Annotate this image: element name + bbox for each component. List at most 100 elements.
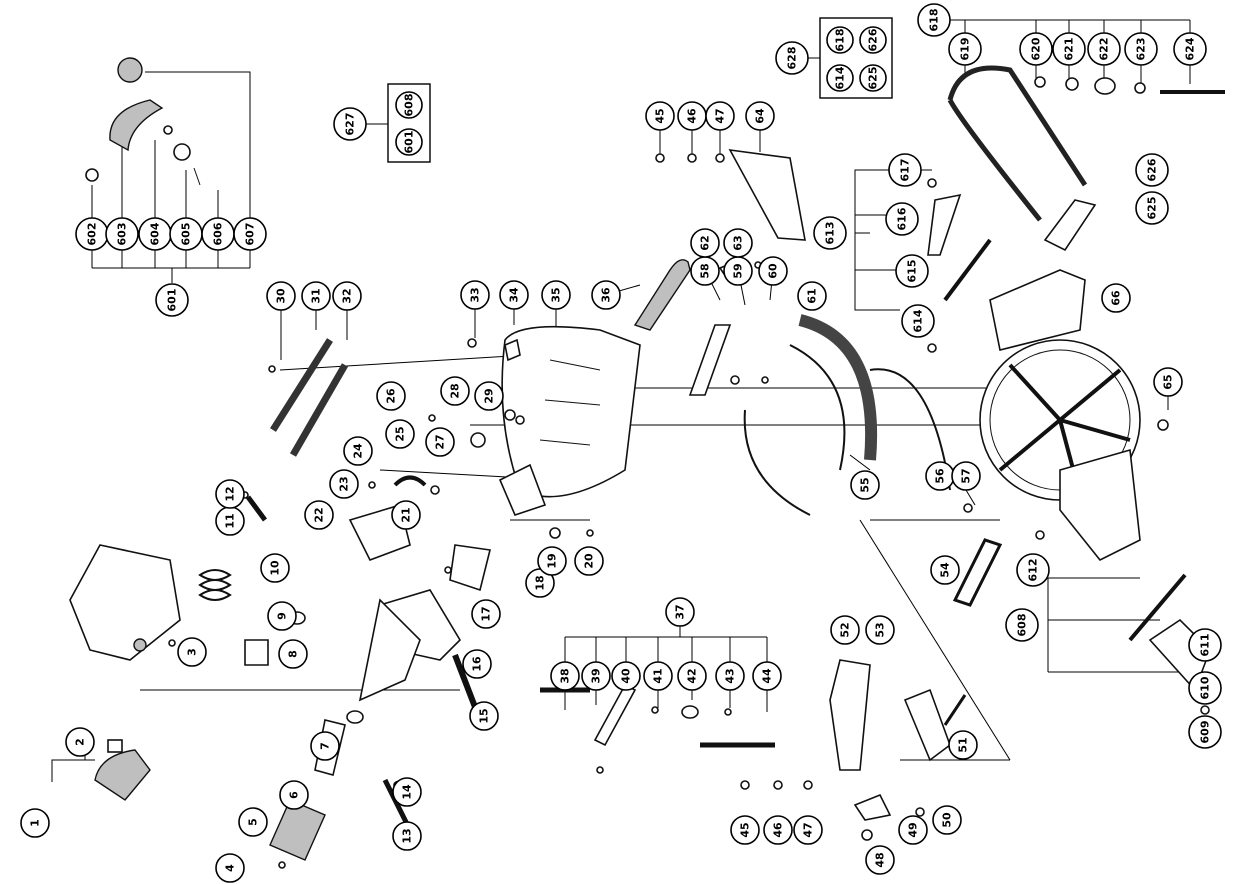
callout-bubble (391, 500, 421, 530)
callout-label: 612 (1027, 559, 1040, 582)
callout-bubble (1188, 628, 1222, 662)
callout-bubble (462, 649, 492, 679)
callout-label: 37 (674, 604, 687, 619)
callout-bubble (215, 479, 245, 509)
callout-label: 608 (1016, 614, 1029, 637)
callout-bubble (1101, 283, 1131, 313)
callout-label: 40 (620, 668, 633, 684)
callout-label: 60 (767, 263, 780, 279)
callout-label: 619 (959, 38, 972, 61)
callout-bubble (745, 101, 775, 131)
callout-label: 606 (212, 222, 225, 245)
kit-627-item: 601 (403, 131, 416, 154)
callout-label: 613 (824, 222, 837, 245)
callout-bubble (1135, 153, 1169, 187)
callout-bubble (591, 280, 621, 310)
part-drawings (69, 57, 1225, 869)
callout-label: 47 (802, 822, 815, 837)
callout-bubble (20, 808, 50, 838)
callout-bubble (333, 107, 367, 141)
callout-bubble (1173, 32, 1207, 66)
callout-bubble (793, 815, 823, 845)
callout-label: 617 (899, 159, 912, 182)
callout-label: 610 (1199, 676, 1212, 699)
callout-bubble (951, 461, 981, 491)
callout-bubble (813, 216, 847, 250)
callout-label: 627 (344, 113, 357, 136)
callout-bubble (440, 376, 470, 406)
callout-bubble (677, 661, 707, 691)
callout-label: 54 (939, 562, 952, 578)
callout-bubble (932, 805, 962, 835)
callout-bubble (425, 427, 455, 457)
kit-628-item: 626 (867, 28, 880, 51)
callout-label: 58 (699, 263, 712, 278)
callout-bubble (343, 436, 373, 466)
callout-bubble (177, 637, 207, 667)
callout-bubble (1124, 32, 1158, 66)
callout-label: 46 (772, 822, 785, 838)
callout-label: 609 (1199, 721, 1212, 744)
callout-label: 17 (480, 606, 493, 621)
callout-bubble (705, 101, 735, 131)
callout-label: 7 (319, 742, 332, 750)
callout-bubble (215, 853, 245, 883)
kit-628-item: 625 (867, 67, 880, 90)
callout-label: 28 (449, 383, 462, 398)
callout-bubble (1135, 191, 1169, 225)
callout-bubble (469, 701, 499, 731)
callout-label: 66 (1110, 290, 1123, 306)
callout-bubble (267, 601, 297, 631)
callout-bubble (304, 500, 334, 530)
callout-label: 10 (269, 560, 282, 576)
callout-bubble (385, 419, 415, 449)
callout-label: 53 (874, 622, 887, 637)
callout-bubble (260, 553, 290, 583)
callout-bubble (541, 280, 571, 310)
callout-label: 11 (224, 513, 237, 528)
callout-bubble (460, 280, 490, 310)
callout-label: 29 (483, 388, 496, 403)
callout-bubble (1005, 608, 1039, 642)
callout-label: 16 (471, 656, 484, 672)
callout-label: 625 (1146, 197, 1159, 220)
callout-bubble (665, 597, 695, 627)
callout-label: 30 (275, 288, 288, 304)
callout-label: 25 (394, 426, 407, 441)
callout-label: 27 (434, 434, 447, 449)
callout-bubble (888, 153, 922, 187)
callout-bubble (1087, 32, 1121, 66)
callout-bubble (1153, 367, 1183, 397)
callout-label: 2 (74, 738, 87, 746)
callout-bubble (850, 470, 880, 500)
callout-bubble (279, 780, 309, 810)
callout-bubble (917, 3, 951, 37)
callout-label: 45 (739, 822, 752, 837)
callout-label: 65 (1162, 374, 1175, 389)
callout-bubble (376, 381, 406, 411)
callout-label: 62 (699, 235, 712, 250)
callout-label: 43 (724, 668, 737, 683)
callout-label: 628 (786, 47, 799, 70)
callout-label: 38 (559, 668, 572, 683)
callout-bubble (392, 821, 422, 851)
callout-label: 19 (546, 553, 559, 568)
callout-label: 622 (1098, 38, 1111, 61)
callout-bubble (901, 304, 935, 338)
callout-label: 34 (508, 287, 521, 303)
callout-bubble (550, 661, 580, 691)
callout-bubble (797, 281, 827, 311)
callout-bubble (758, 256, 788, 286)
callout-label: 18 (534, 575, 547, 590)
callout-bubble (865, 615, 895, 645)
callout-label: 45 (654, 108, 667, 123)
callout-bubble (1052, 32, 1086, 66)
callout-bubble (715, 661, 745, 691)
callout-label: 22 (313, 507, 326, 522)
callout-label: 603 (116, 223, 129, 246)
callout-bubble (301, 281, 331, 311)
callout-bubble (898, 815, 928, 845)
callout-label: 4 (224, 864, 237, 872)
callout-bubble (1188, 671, 1222, 705)
